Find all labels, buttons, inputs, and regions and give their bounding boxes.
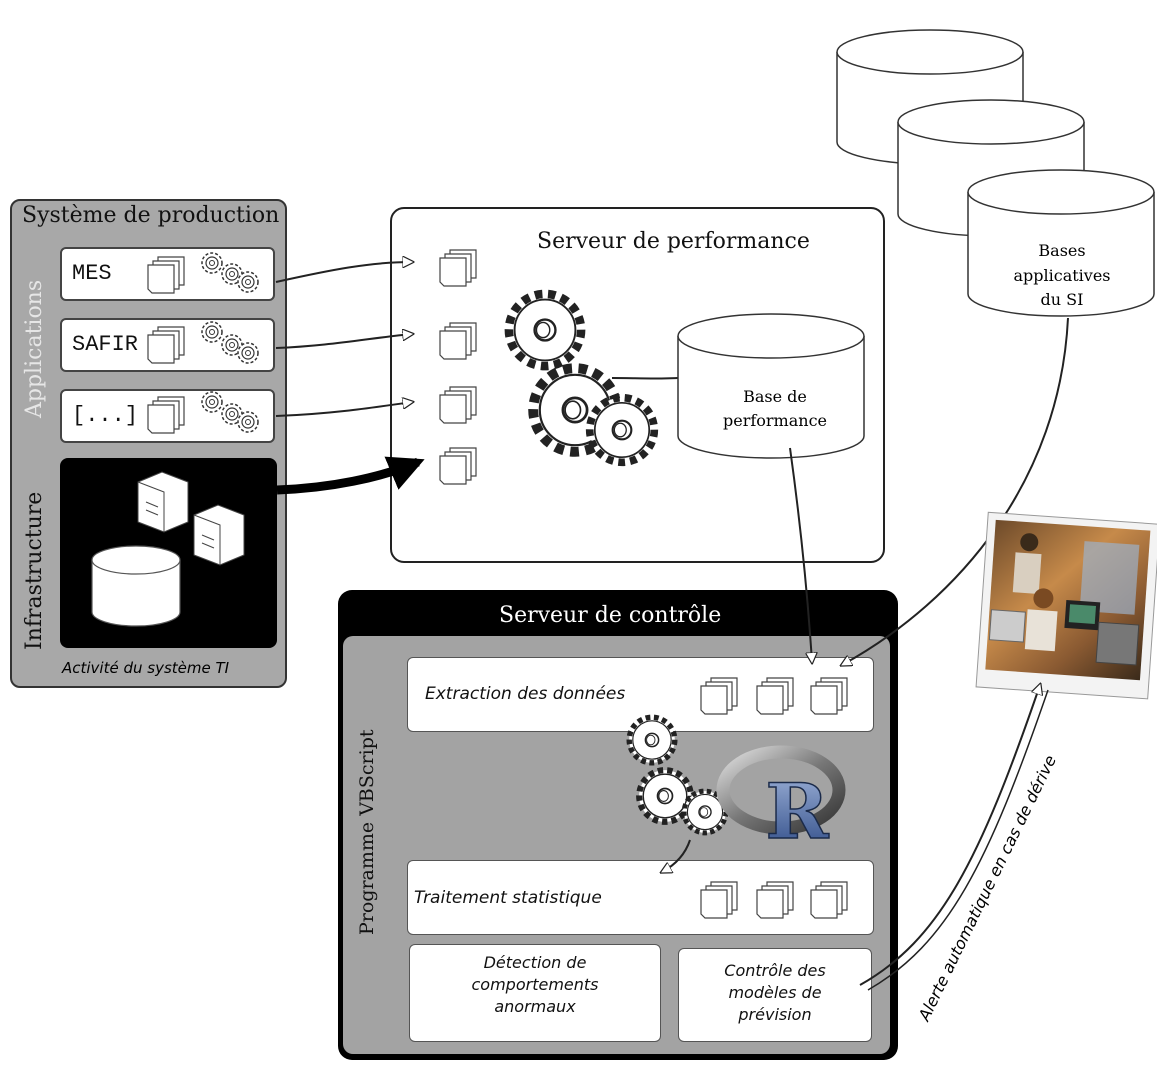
si-db-cylinder-3: [967, 169, 1155, 317]
forecast-control-box: [678, 948, 872, 1042]
detection-label: Détection de comportements anormaux: [409, 952, 661, 1018]
database-icon: [91, 545, 181, 627]
r-logo-letter: R: [765, 767, 829, 856]
extraction-doc-icon-2: [756, 677, 794, 715]
forecast-line3: prévision: [738, 1005, 812, 1024]
si-db-line2: applicatives: [1013, 266, 1110, 285]
extraction-label: Extraction des données: [425, 684, 626, 704]
performance-db-line1: Base de: [743, 387, 807, 406]
control-server-title: Serveur de contrôle: [499, 603, 722, 628]
arrow-mes-to-perf: [275, 262, 412, 283]
server-icon-2: [193, 504, 245, 566]
treatment-label: Traitement statistique: [414, 888, 602, 908]
alert-label: Alerte automatique en cas de dérive: [914, 752, 1060, 1025]
operator-photo: [975, 511, 1157, 700]
treatment-doc-icon-3: [810, 881, 848, 919]
alert-arrow: [859, 685, 1040, 986]
perf-doc-icon-1: [439, 249, 477, 287]
perf-gear-icon-1: [509, 294, 581, 366]
production-system-title: Système de production: [22, 203, 280, 228]
perf-gear-icon-3: [590, 398, 655, 463]
perf-doc-icon-4: [439, 447, 477, 485]
extraction-doc-icon-3: [810, 677, 848, 715]
detection-line1: Détection de: [483, 953, 587, 972]
activity-label: Activité du système TI: [62, 659, 230, 677]
arrow-other-to-perf: [275, 402, 412, 417]
app-label-other: [...]: [72, 403, 139, 428]
arrow-perfdb-to-control: [789, 447, 812, 662]
detection-line2: comportements: [471, 975, 599, 994]
forecast-control-label: Contrôle des modèles de prévision: [678, 960, 872, 1026]
forecast-line2: modèles de: [728, 983, 822, 1002]
arrow-infra-to-perf: [276, 456, 425, 495]
treatment-doc-icon-1: [700, 881, 738, 919]
safir-doc-icon: [147, 326, 185, 364]
safir-gears-icon: [201, 321, 259, 364]
si-db-line3: du SI: [1041, 290, 1084, 309]
app-label-safir: SAFIR: [72, 332, 139, 357]
detection-box: [409, 944, 661, 1042]
extraction-doc-icon-1: [700, 677, 738, 715]
si-db-line1: Bases: [1038, 241, 1085, 260]
control-gear-icon-1: [629, 717, 675, 763]
performance-db-line2: performance: [723, 411, 827, 430]
perf-doc-icon-2: [439, 322, 477, 360]
treatment-box: [407, 860, 874, 935]
perf-doc-icon-3: [439, 386, 477, 424]
performance-db-cylinder: [677, 313, 865, 459]
other-doc-icon: [147, 396, 185, 434]
arrow-gears-to-treatment: [662, 839, 691, 872]
mes-doc-icon: [147, 256, 185, 294]
server-icon: [137, 471, 189, 533]
mes-gears-icon: [201, 252, 259, 293]
app-label-mes: MES: [72, 261, 112, 286]
performance-server-title: Serveur de performance: [537, 229, 810, 254]
treatment-doc-icon-2: [756, 881, 794, 919]
forecast-line1: Contrôle des: [724, 961, 826, 980]
r-logo-icon: R: [716, 745, 846, 857]
arrow-safir-to-perf: [275, 334, 412, 349]
detection-line3: anormaux: [494, 997, 576, 1016]
other-gears-icon: [201, 391, 259, 433]
